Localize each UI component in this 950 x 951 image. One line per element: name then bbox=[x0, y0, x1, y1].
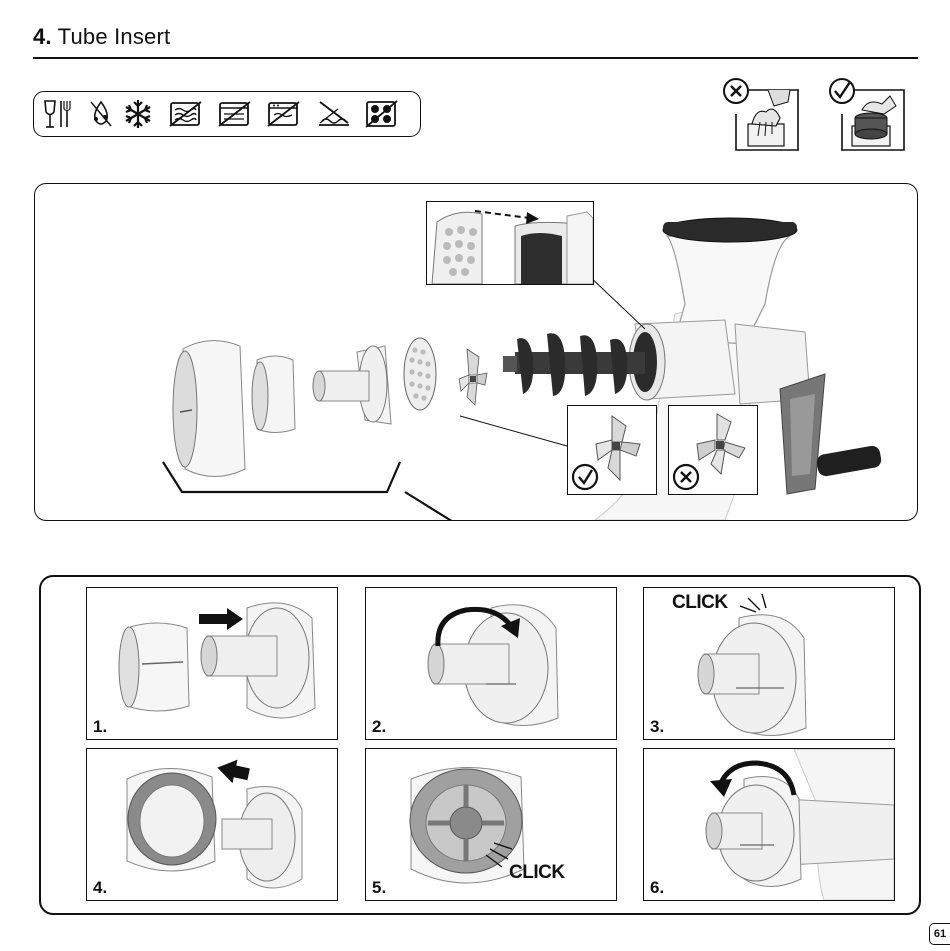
wrong-handling-tip bbox=[718, 78, 800, 152]
section-number: 4. bbox=[33, 24, 52, 49]
click-callout: CLICK bbox=[672, 592, 728, 614]
blade-wrong-orientation bbox=[668, 405, 758, 495]
no-oven-icon bbox=[217, 98, 253, 130]
title-divider bbox=[33, 57, 918, 59]
arrow-right-icon bbox=[199, 608, 243, 630]
care-icon-strip bbox=[33, 91, 421, 137]
perforated-disc bbox=[404, 338, 436, 410]
cutting-blade bbox=[459, 349, 487, 405]
ring-insert bbox=[252, 356, 295, 433]
step-4: 4. bbox=[86, 748, 338, 901]
arrow-left-icon bbox=[215, 756, 251, 786]
dishwasher-icon bbox=[42, 98, 78, 130]
step-number: 4. bbox=[93, 878, 107, 898]
page-number: 61 bbox=[929, 923, 950, 945]
step-number: 3. bbox=[650, 717, 664, 737]
tube-insert bbox=[313, 346, 391, 424]
step-number: 1. bbox=[93, 717, 107, 737]
rotate-counterclockwise-arrow-icon bbox=[710, 779, 732, 797]
screw-ring bbox=[173, 341, 245, 477]
no-oil-icon bbox=[86, 98, 116, 130]
blade-correct-orientation bbox=[567, 405, 657, 495]
step-number: 5. bbox=[372, 878, 386, 898]
auger bbox=[503, 333, 645, 396]
step-5: CLICK 5. bbox=[365, 748, 617, 901]
freezer-icon bbox=[122, 98, 154, 130]
no-microwave-oven-icon bbox=[266, 98, 302, 130]
step-1: 1. bbox=[86, 587, 338, 740]
no-hob-icon bbox=[364, 98, 400, 130]
step-2: 2. bbox=[365, 587, 617, 740]
step-number: 6. bbox=[650, 878, 664, 898]
step-6: 6. bbox=[643, 748, 895, 901]
exploded-view-panel bbox=[34, 183, 918, 521]
section-title: 4. Tube Insert bbox=[33, 24, 170, 50]
correct-handling-tip bbox=[824, 78, 906, 152]
section-title-text: Tube Insert bbox=[58, 24, 171, 49]
click-sound-lines bbox=[740, 594, 766, 612]
step-3: CLICK 3. bbox=[643, 587, 895, 740]
no-microwave-icon bbox=[168, 98, 204, 130]
disc-placement-detail bbox=[426, 201, 594, 285]
no-heating-icon bbox=[316, 98, 352, 130]
step-number: 2. bbox=[372, 717, 386, 737]
click-callout: CLICK bbox=[509, 862, 565, 884]
